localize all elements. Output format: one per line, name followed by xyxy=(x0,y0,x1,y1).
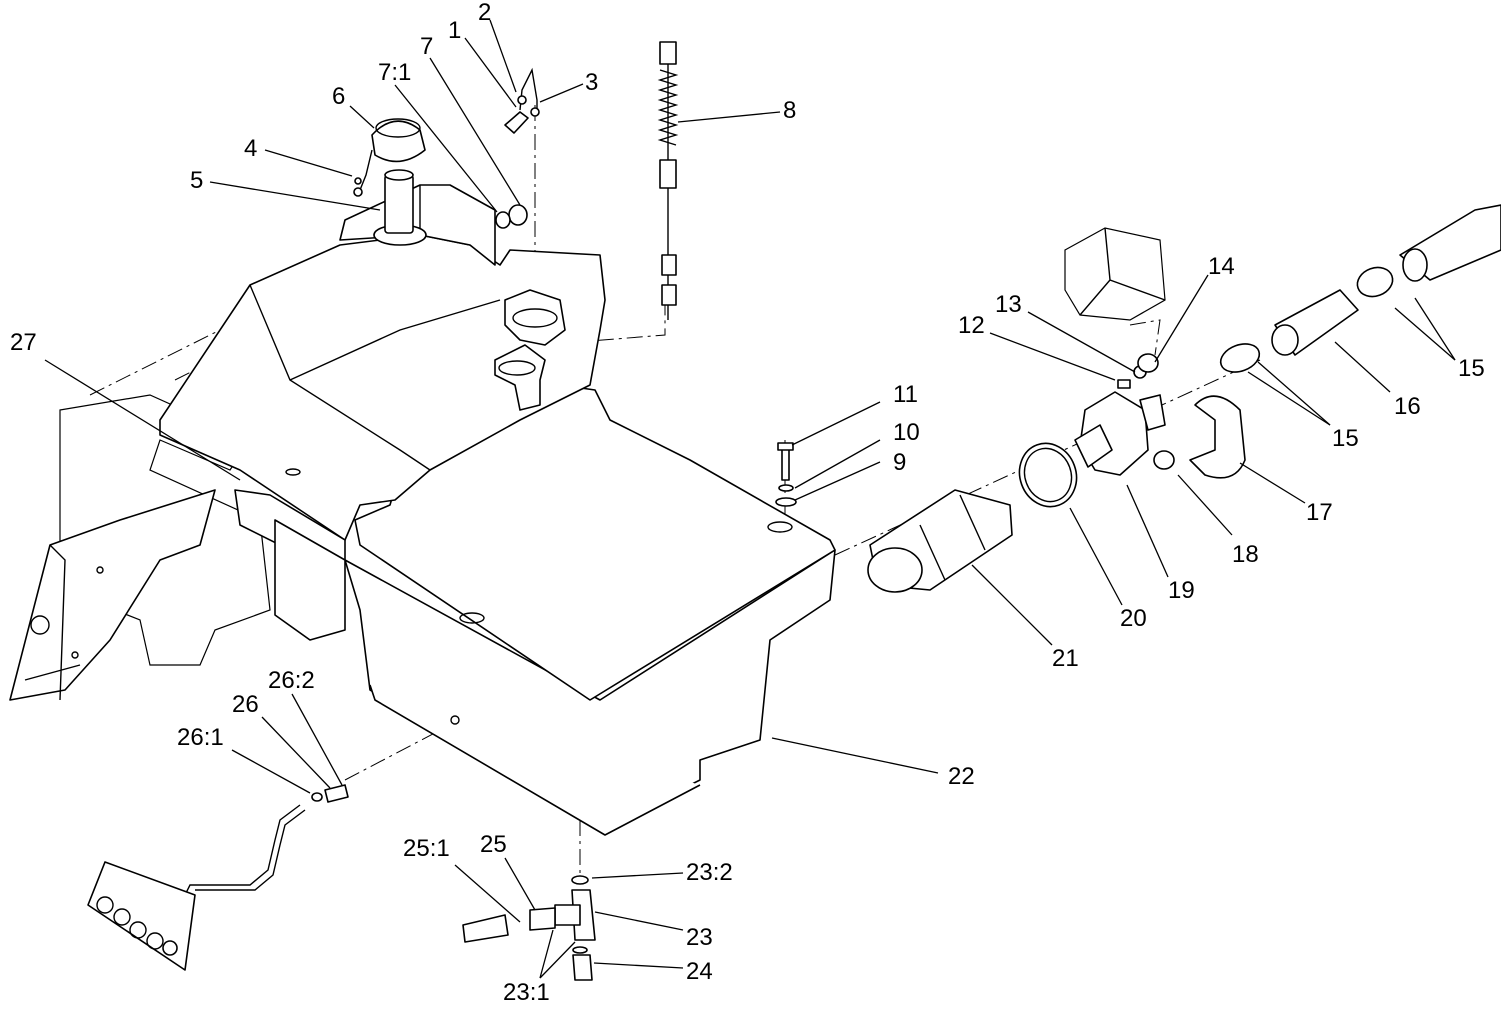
fuel-sender xyxy=(657,41,679,320)
callout-20: 20 xyxy=(1120,605,1147,632)
callout-9: 9 xyxy=(893,449,906,476)
callout-19: 19 xyxy=(1168,577,1195,604)
callout-21: 21 xyxy=(1052,645,1079,672)
fuel-tank xyxy=(159,184,836,836)
callout-7: 7 xyxy=(420,33,433,60)
vent-fittings xyxy=(495,67,540,229)
callout-6: 6 xyxy=(332,83,345,110)
callout-5: 5 xyxy=(190,167,203,194)
callout-3: 3 xyxy=(585,69,598,96)
callout-15b: 15 xyxy=(1332,425,1359,452)
callout-16: 16 xyxy=(1394,393,1421,420)
callout-13: 13 xyxy=(995,291,1022,318)
callout-17: 17 xyxy=(1306,499,1333,526)
fuel-cap-assembly xyxy=(353,118,427,246)
callout-23-2: 23:2 xyxy=(686,859,733,886)
leader-lines xyxy=(44,19,1456,979)
callout-4: 4 xyxy=(244,135,257,162)
callout-27: 27 xyxy=(10,329,37,356)
pump-filter-assembly xyxy=(867,204,1501,593)
callout-11: 11 xyxy=(893,381,918,408)
callout-2: 2 xyxy=(478,0,491,26)
callout-24: 24 xyxy=(686,958,713,985)
callout-1: 1 xyxy=(448,17,461,44)
frame-bracket xyxy=(9,394,271,701)
callout-25-1: 25:1 xyxy=(403,835,450,862)
callout-15a: 15 xyxy=(1458,355,1485,382)
callout-labels: 1 2 3 4 5 6 7 7:1 8 9 10 11 12 13 14 15 … xyxy=(10,0,1485,1006)
callout-7-1: 7:1 xyxy=(378,59,411,86)
callout-25: 25 xyxy=(480,831,507,858)
callout-12: 12 xyxy=(958,312,985,339)
bolt-stack xyxy=(775,442,797,507)
callout-23-1: 23:1 xyxy=(503,979,550,1006)
callout-26: 26 xyxy=(232,691,259,718)
drain-fittings xyxy=(87,784,596,981)
callout-26-2: 26:2 xyxy=(268,667,315,694)
callout-10: 10 xyxy=(893,419,920,446)
callout-22: 22 xyxy=(948,763,975,790)
callout-23: 23 xyxy=(686,924,713,951)
callout-8: 8 xyxy=(783,97,796,124)
callout-26-1: 26:1 xyxy=(177,724,224,751)
callout-14: 14 xyxy=(1208,253,1235,280)
callout-18: 18 xyxy=(1232,541,1259,568)
